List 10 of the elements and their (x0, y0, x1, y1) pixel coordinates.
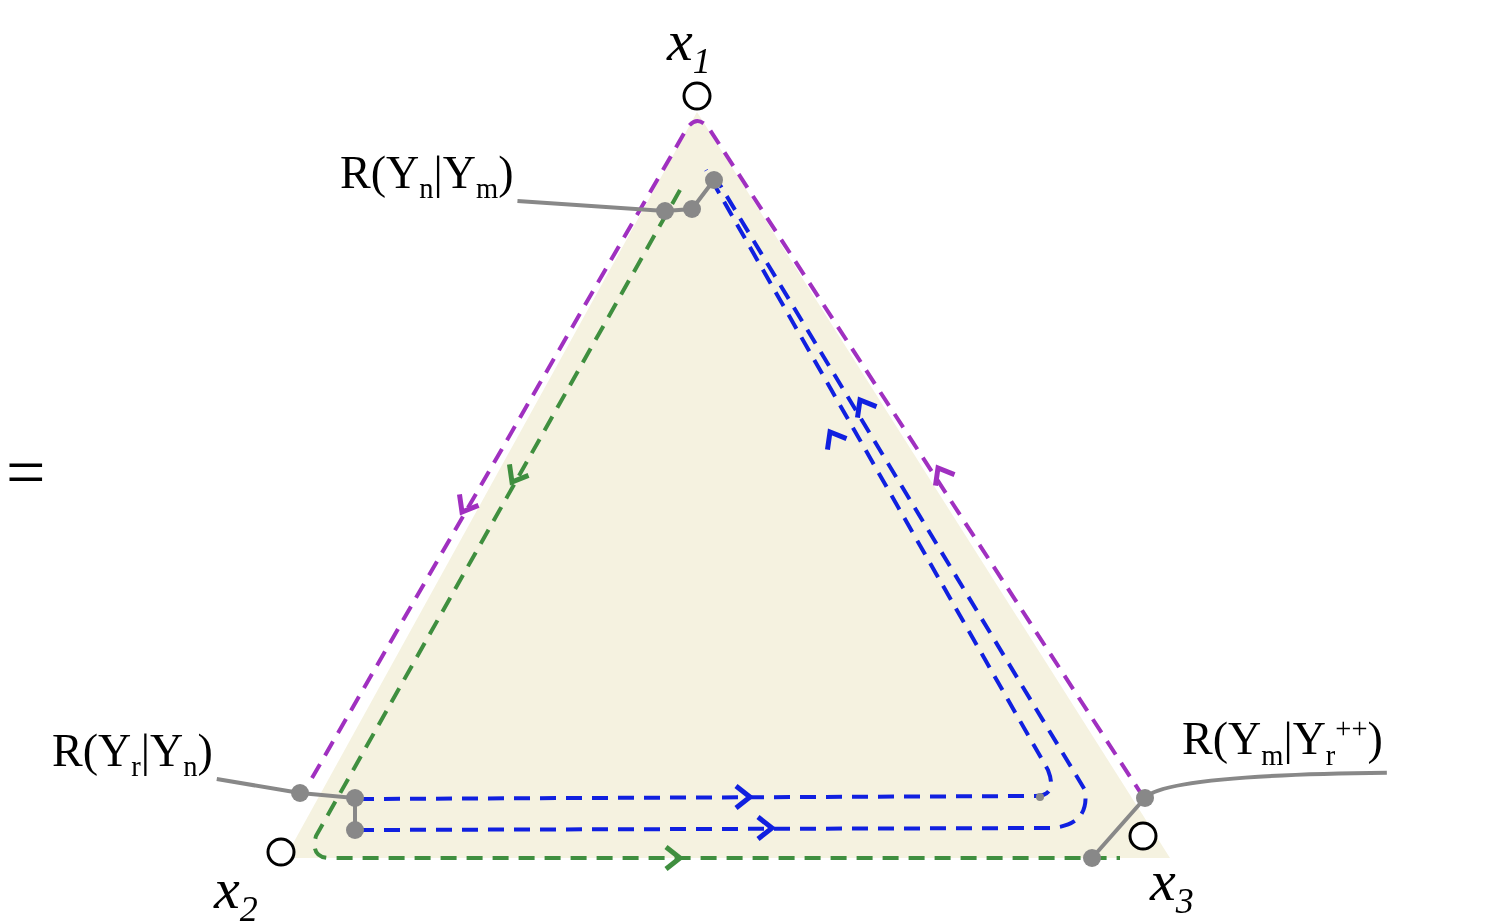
equals-sign: = (6, 438, 46, 508)
leader-line (1083, 770, 1387, 867)
formula-label: R(Y$_{n}$|Y$_{m}$) (340, 150, 514, 204)
leader-line (216, 777, 364, 839)
leader-line (517, 171, 723, 220)
vertex-label: x$_{2}$ (214, 860, 258, 922)
vertex-label: x$_{3}$ (1150, 852, 1194, 920)
formula-label: R(Y$_{m}$|Y$_{r}$$^{++}$) (1182, 715, 1383, 771)
vertex-label: x$_{1}$ (667, 12, 711, 80)
formula-label: R(Y$_{r}$|Y$_{n}$) (52, 728, 213, 782)
